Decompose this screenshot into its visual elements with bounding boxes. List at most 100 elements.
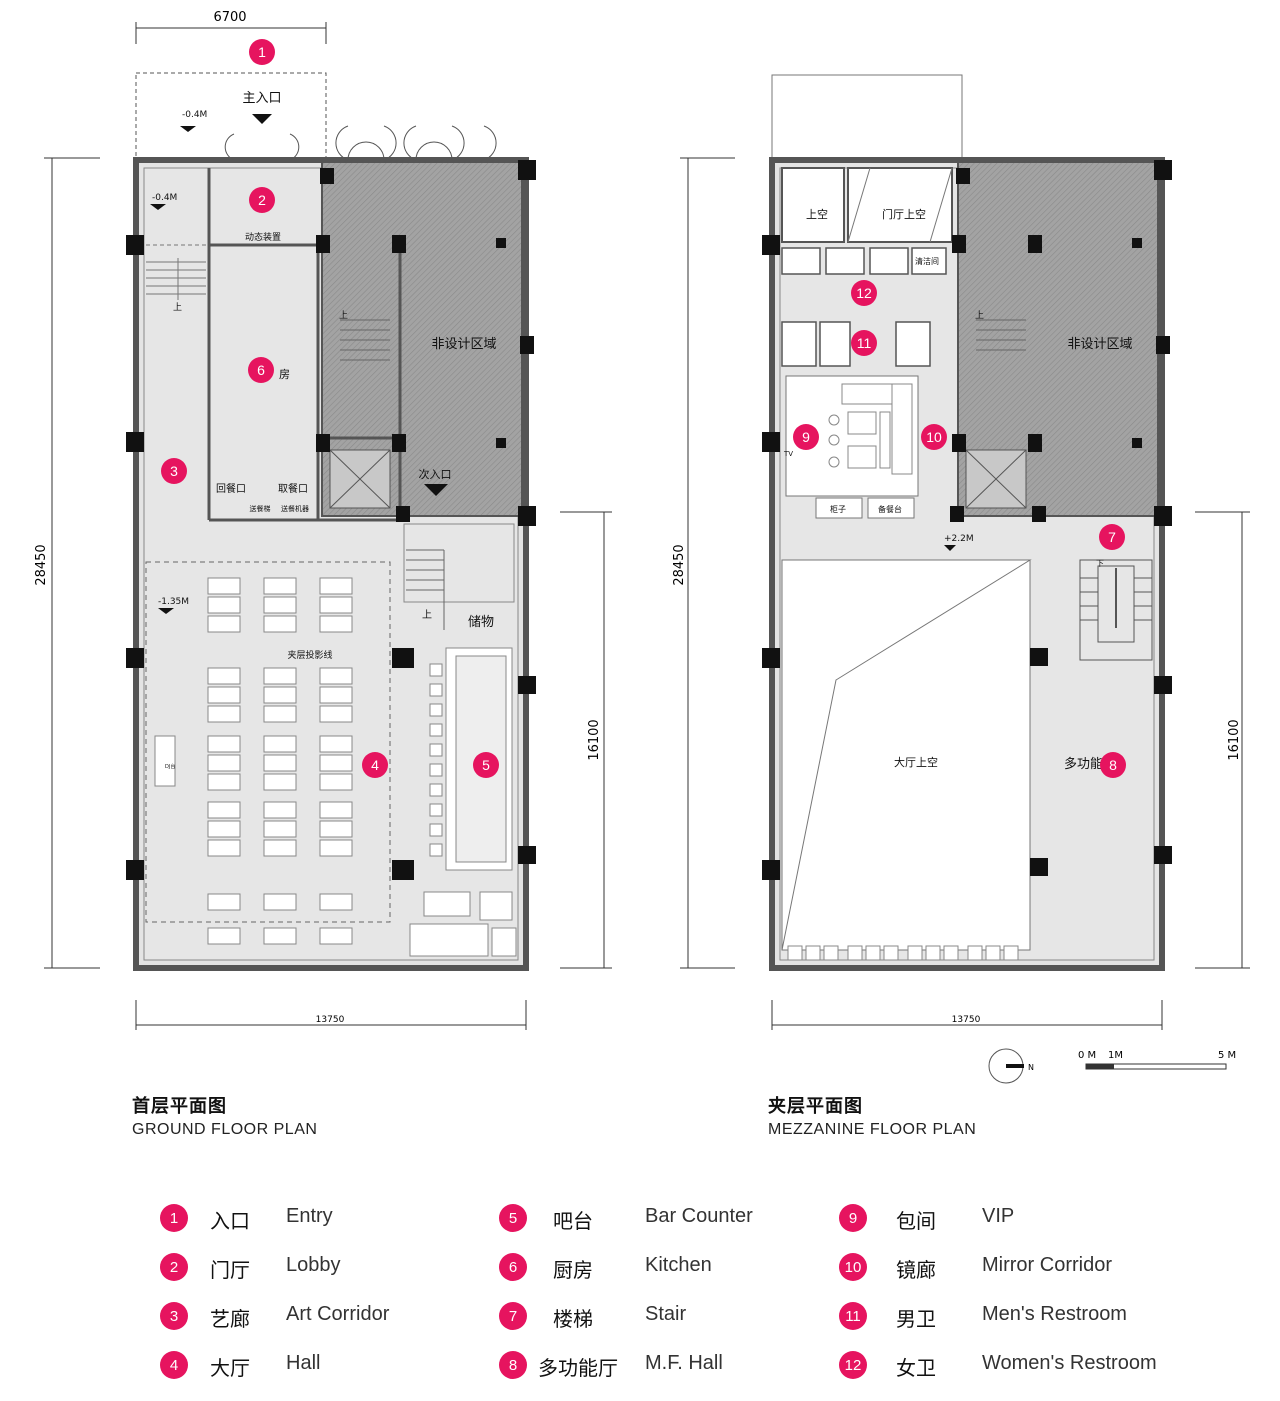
mezz-dim-right: 16100	[1227, 719, 1242, 760]
mezz-front-seats	[787, 945, 1019, 961]
north-arrow: N	[988, 1048, 1034, 1084]
inner-level-label: -0.4M	[152, 193, 177, 203]
void-area	[781, 167, 845, 243]
marker-1: 1	[258, 44, 266, 60]
legend-cn: 厨房	[553, 1258, 593, 1282]
mezzanine-floor-plan: 28450 16100 13750	[672, 74, 1250, 1030]
marker-7: 7	[1108, 529, 1116, 545]
legend-num: 9	[839, 1204, 867, 1232]
legend-num: 10	[839, 1253, 867, 1281]
mezz-columns	[762, 160, 1172, 880]
legend-en: Stair	[645, 1303, 687, 1325]
cabinet-label: 柜子	[830, 504, 846, 514]
ground-dim-bottom: 13750	[316, 1015, 345, 1025]
legend-item-mens-restroom: 11	[839, 1300, 867, 1332]
legend-cn: 门厅	[210, 1258, 250, 1282]
legend-num: 1	[160, 1204, 188, 1232]
storage-stair-up-label: 上	[422, 609, 432, 621]
legend-en: Hall	[286, 1352, 321, 1374]
mezz-title-cn: 夹层平面图	[768, 1096, 863, 1117]
legend-en: Mirror Corridor	[982, 1254, 1112, 1276]
legend-cn: 女卫	[896, 1356, 936, 1380]
marker-3: 3	[170, 463, 178, 479]
legend-num: 2	[160, 1253, 188, 1281]
dish-lift-label: 送餐梯	[250, 504, 271, 513]
legend-item-entry: 1	[160, 1202, 188, 1234]
marker-5: 5	[482, 757, 490, 773]
canopy-roof	[771, 74, 963, 161]
ground-top-doors	[224, 125, 497, 161]
legend-cn: 镜廊	[896, 1258, 936, 1282]
return-window-label: 回餐口	[216, 482, 246, 495]
ground-dim-left: 28450	[34, 544, 49, 585]
legend-cn: 入口	[210, 1209, 250, 1233]
legend-cn: 包间	[896, 1209, 936, 1233]
dj-label: DJ台	[165, 763, 175, 770]
main-entry-label: 主入口	[242, 91, 281, 106]
storage-label: 储物	[468, 615, 494, 630]
legend-cn: 艺廊	[210, 1307, 250, 1331]
legend-item-kitchen: 6	[499, 1251, 527, 1283]
mezz-title-en: MEZZANINE FLOOR PLAN	[768, 1121, 977, 1138]
legend-en: Art Corridor	[286, 1303, 390, 1325]
corridor-up-label: 上	[173, 302, 182, 313]
ground-title-cn: 首层平面图	[132, 1096, 227, 1117]
mezz-dimensions	[680, 157, 1250, 1030]
mezzanine-projection-label: 夹层投影线	[287, 649, 332, 661]
legend-item-art-corridor: 3	[160, 1300, 188, 1332]
legend-cn: 大厅	[210, 1356, 250, 1380]
mezzanine-projection-line	[145, 561, 391, 923]
marker-10: 10	[926, 429, 942, 445]
legend-en: Entry	[286, 1205, 333, 1227]
legend-item-stair: 7	[499, 1300, 527, 1332]
secondary-entry-arrow	[424, 484, 448, 496]
lobby-void-area	[847, 167, 953, 243]
legend-num: 11	[839, 1302, 867, 1330]
legend-num: 6	[499, 1253, 527, 1281]
legend-num: 7	[499, 1302, 527, 1330]
north-label: N	[1028, 1063, 1034, 1072]
marker-6: 6	[257, 362, 265, 378]
lobby-void-label: 门厅上空	[882, 207, 926, 221]
legend-item-bar-counter: 5	[499, 1202, 527, 1234]
mf-hall-label: 多功能	[1064, 756, 1103, 772]
legend-en: Lobby	[286, 1254, 341, 1276]
prep-table-label: 备餐台	[878, 504, 902, 514]
ground-markers	[161, 39, 499, 778]
legend-item-womens-restroom: 12	[839, 1349, 867, 1381]
legend-item-vip: 9	[839, 1202, 867, 1234]
mezz-non-design-label: 非设计区域	[1067, 337, 1132, 352]
kitchen-label: 房	[279, 368, 290, 381]
hall-level-label: -1.35M	[158, 597, 189, 607]
legend-en: Kitchen	[645, 1254, 712, 1276]
mezz-stair	[1079, 559, 1153, 661]
legend-cn: 男卫	[896, 1307, 936, 1331]
tv-label: TV	[783, 450, 793, 458]
cleaning-room-label: 清洁间	[915, 256, 939, 266]
marker-9: 9	[802, 429, 810, 445]
ground-non-design-label: 非设计区域	[431, 337, 496, 352]
legend-cn: 吧台	[553, 1209, 593, 1233]
hall-void-label: 大厅上空	[894, 755, 938, 769]
hall-tables	[154, 577, 353, 945]
legend-num: 5	[499, 1204, 527, 1232]
ground-floor-plan: 6700 28450 16100 13750	[34, 10, 612, 1030]
mezz-markers	[793, 280, 1126, 778]
legend: 1 入口 Entry 2 门厅 Lobby 3 艺廊 Art Corridor …	[160, 1200, 1200, 1390]
legend-num: 4	[160, 1351, 188, 1379]
scale-0: 0 M	[1078, 1050, 1096, 1061]
legend-num: 12	[839, 1351, 867, 1379]
stair-down-label: 下	[1096, 559, 1104, 568]
mezz-level-label: +2.2M	[944, 534, 974, 544]
stair-up-label: 上	[339, 310, 348, 321]
secondary-entry-label: 次入口	[419, 467, 452, 481]
legend-item-mirror-corridor: 10	[839, 1251, 867, 1283]
legend-item-mf-hall: 8	[499, 1349, 527, 1381]
legend-en: M.F. Hall	[645, 1352, 723, 1374]
marker-11: 11	[857, 335, 872, 351]
legend-en: Men's Restroom	[982, 1303, 1127, 1325]
legend-en: Women's Restroom	[982, 1352, 1157, 1374]
dynamic-device-label: 动态装置	[245, 231, 281, 243]
kitchen-walls	[207, 168, 402, 522]
main-entry-arrow	[252, 114, 272, 124]
